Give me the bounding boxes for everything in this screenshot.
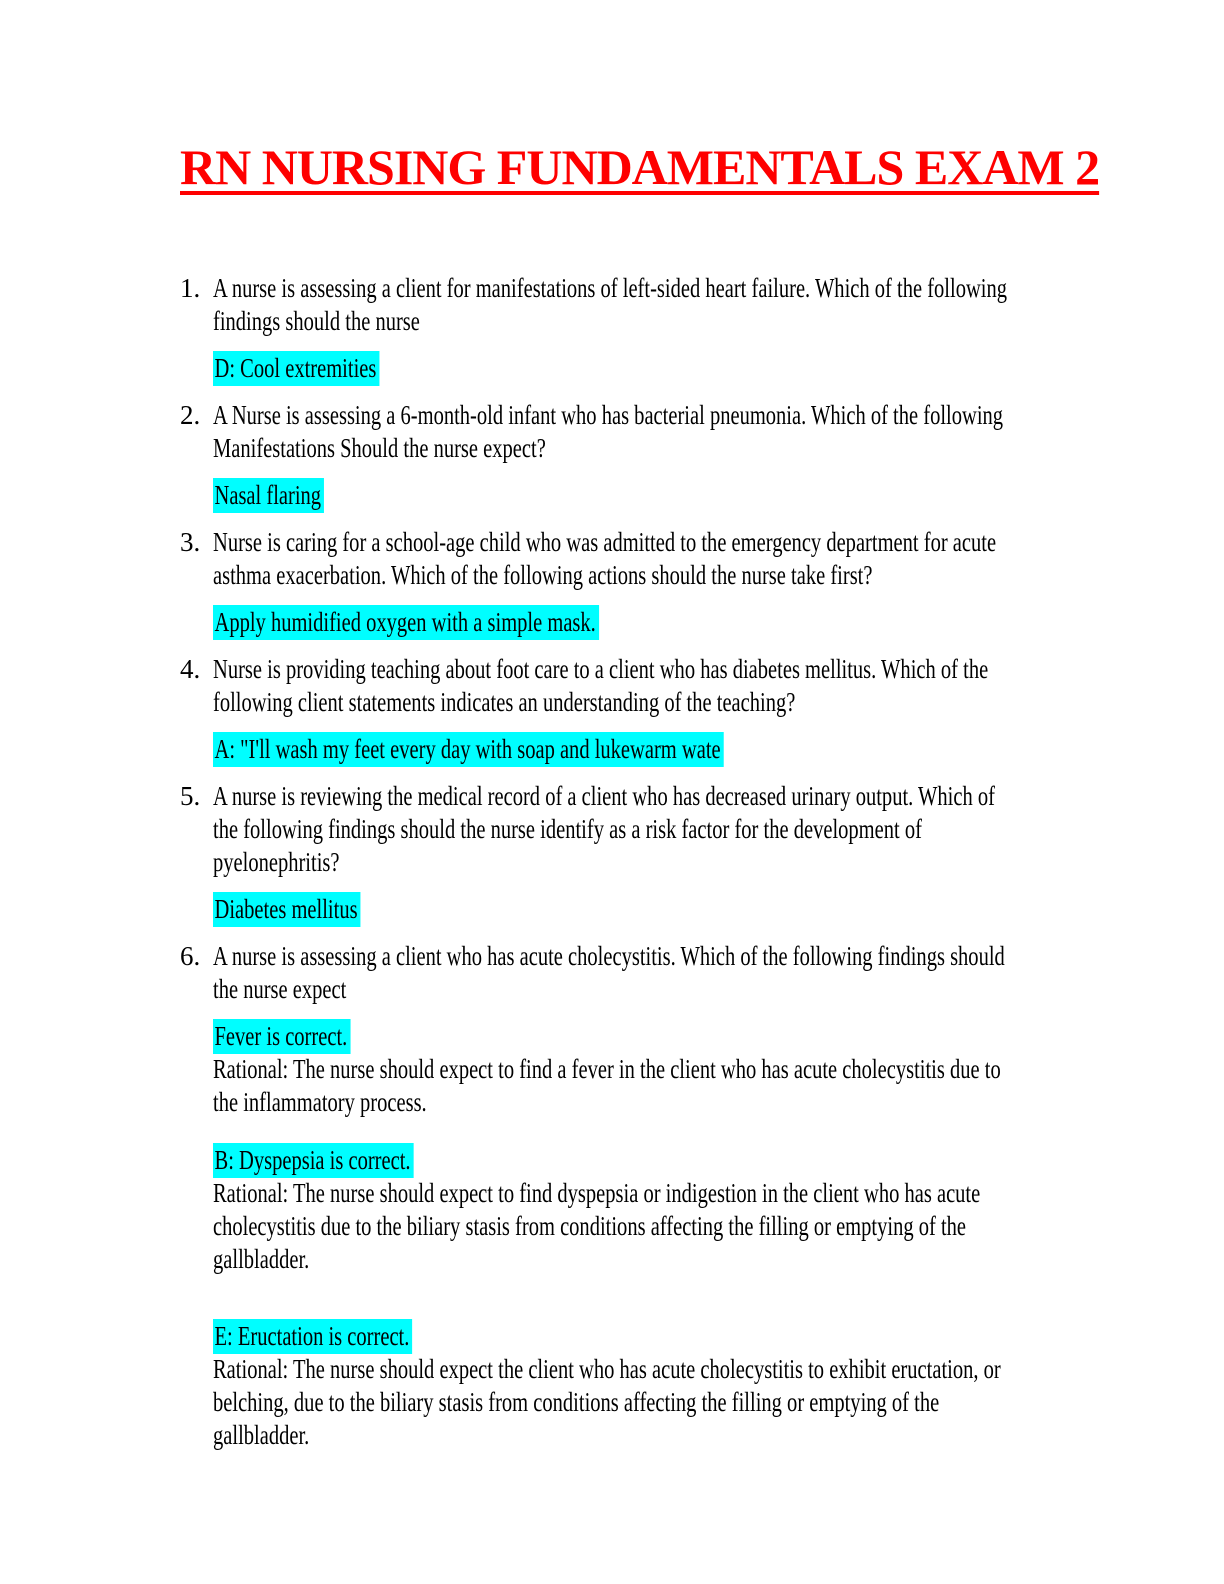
question-item: 3. Nurse is caring for a school-age chil…: [180, 526, 1074, 653]
answer-highlight: Nasal flaring: [213, 478, 325, 513]
question-body: A nurse is reviewing the medical record …: [213, 780, 1102, 940]
question-body: A nurse is assessing a client for manife…: [213, 272, 1102, 399]
answer-block: Nasal flaring: [213, 478, 1102, 513]
question-item: 1. A nurse is assessing a client for man…: [180, 272, 1074, 399]
answer-list: A: "I'll wash my feet every day with soa…: [213, 732, 1102, 767]
answer-block: Diabetes mellitus: [213, 892, 1102, 927]
question-item: 5. A nurse is reviewing the medical reco…: [180, 780, 1074, 940]
answer-block: A: "I'll wash my feet every day with soa…: [213, 732, 1102, 767]
answer-line: B: Dyspepsia is correct.: [213, 1143, 1102, 1178]
answer-line: E: Eructation is correct.: [213, 1319, 1102, 1354]
answer-block: Fever is correct.Rational: The nurse sho…: [213, 1019, 1102, 1119]
answer-highlight: E: Eructation is correct.: [213, 1319, 413, 1354]
question-text: A nurse is assessing a client for manife…: [213, 273, 1007, 336]
question-text: A Nurse is assessing a 6-month-old infan…: [213, 400, 1004, 463]
question-number: 4.: [180, 654, 201, 684]
question-number: 6.: [180, 941, 201, 971]
question-number: 3.: [180, 527, 201, 557]
answer-highlight: Diabetes mellitus: [213, 892, 361, 927]
answer-highlight: Apply humidified oxygen with a simple ma…: [213, 605, 599, 640]
question-body: A nurse is assessing a client who has ac…: [213, 940, 1102, 1466]
question-number: 5.: [180, 781, 201, 811]
answer-rationale: Rational: The nurse should expect the cl…: [213, 1354, 1001, 1450]
answer-list: Apply humidified oxygen with a simple ma…: [213, 605, 1102, 640]
question-body: Nurse is providing teaching about foot c…: [213, 653, 1102, 780]
question-text: A nurse is reviewing the medical record …: [213, 781, 995, 877]
question-body: Nurse is caring for a school-age child w…: [213, 526, 1102, 653]
answer-list: D: Cool extremities: [213, 351, 1102, 386]
answer-block: B: Dyspepsia is correct.Rational: The nu…: [213, 1143, 1102, 1276]
question-body: A Nurse is assessing a 6-month-old infan…: [213, 399, 1102, 526]
answer-block: D: Cool extremities: [213, 351, 1102, 386]
question-item: 4. Nurse is providing teaching about foo…: [180, 653, 1074, 780]
answer-rationale: Rational: The nurse should expect to fin…: [213, 1178, 981, 1274]
question-item: 6. A nurse is assessing a client who has…: [180, 940, 1074, 1466]
question-list: 1. A nurse is assessing a client for man…: [180, 272, 1074, 1466]
question-text: A nurse is assessing a client who has ac…: [213, 941, 1005, 1004]
question-text: Nurse is providing teaching about foot c…: [213, 654, 989, 717]
question-number: 1.: [180, 273, 201, 303]
answer-list: Diabetes mellitus: [213, 892, 1102, 927]
answer-highlight: D: Cool extremities: [213, 351, 380, 386]
page-title: RN NURSING FUNDAMENTALS EXAM 2: [180, 139, 1100, 195]
question-number: 2.: [180, 400, 201, 430]
answer-line: A: "I'll wash my feet every day with soa…: [213, 732, 1102, 767]
answer-block: Apply humidified oxygen with a simple ma…: [213, 605, 1102, 640]
answer-line: Nasal flaring: [213, 478, 1102, 513]
answer-line: Fever is correct.: [213, 1019, 1102, 1054]
answer-rationale: Rational: The nurse should expect to fin…: [213, 1054, 1001, 1117]
answer-line: D: Cool extremities: [213, 351, 1102, 386]
answer-line: Diabetes mellitus: [213, 892, 1102, 927]
answer-list: Nasal flaring: [213, 478, 1102, 513]
question-text: Nurse is caring for a school-age child w…: [213, 527, 997, 590]
answer-line: Apply humidified oxygen with a simple ma…: [213, 605, 1102, 640]
answer-block: E: Eructation is correct.Rational: The n…: [213, 1319, 1102, 1452]
question-item: 2. A Nurse is assessing a 6-month-old in…: [180, 399, 1074, 526]
answer-highlight: Fever is correct.: [213, 1019, 351, 1054]
answer-highlight: A: "I'll wash my feet every day with soa…: [213, 732, 724, 767]
answer-list: Fever is correct.Rational: The nurse sho…: [213, 1019, 1102, 1452]
answer-highlight: B: Dyspepsia is correct.: [213, 1143, 414, 1178]
